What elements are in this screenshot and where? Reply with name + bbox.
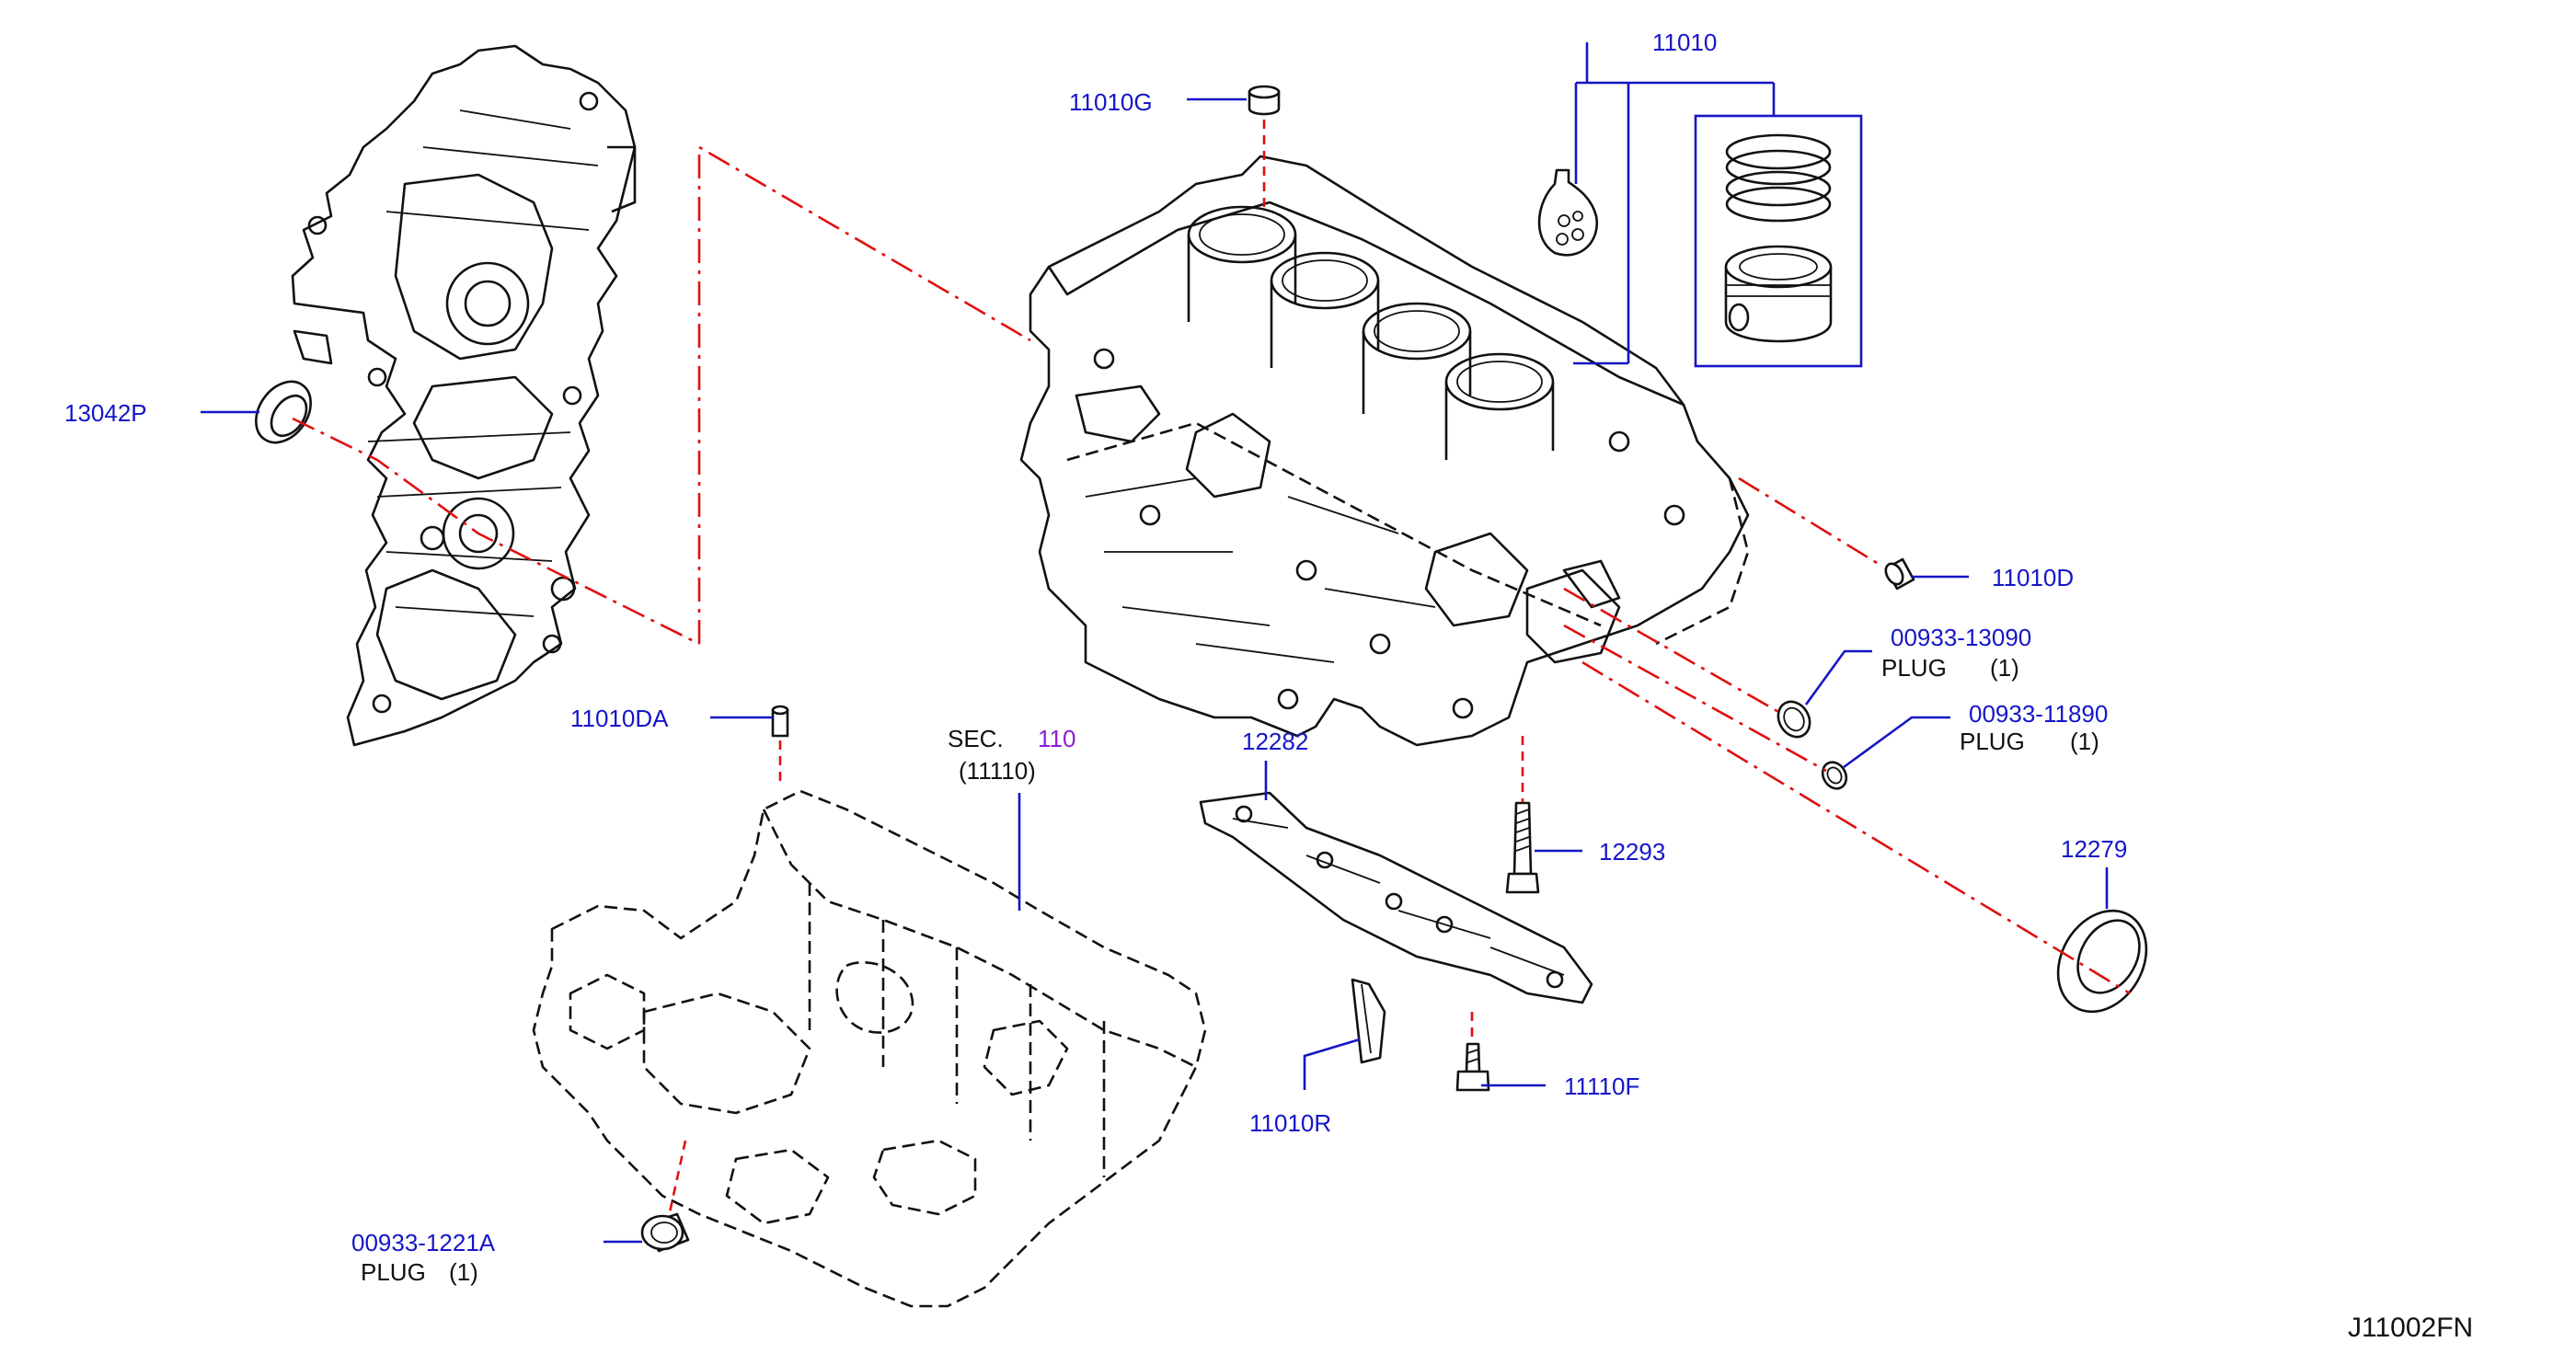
diagram-id: J11002FN bbox=[2348, 1313, 2473, 1343]
section-sub: (11110) bbox=[959, 757, 1036, 785]
label-plug-1221A: PLUG bbox=[361, 1258, 426, 1286]
leader-lines bbox=[201, 42, 2109, 1244]
plug-00933-11890 bbox=[1821, 761, 1848, 790]
cylinder-block-drawing bbox=[1019, 155, 1750, 747]
label-11010G[interactable]: 11010G bbox=[1069, 88, 1153, 116]
label-00933-11890[interactable]: 00933-11890 bbox=[1969, 700, 2108, 728]
label-11010DA[interactable]: 11010DA bbox=[570, 705, 669, 732]
piston-kit-11010 bbox=[1537, 114, 1863, 368]
dowel-pin-11010D bbox=[1884, 557, 1915, 591]
lower-crankcase-drawing bbox=[532, 789, 1207, 1308]
labels: 11010 11010G 13042P 11010D 00933-13090 P… bbox=[64, 29, 2473, 1343]
label-13042P[interactable]: 13042P bbox=[64, 399, 147, 427]
label-plug-1221A-qty: (1) bbox=[449, 1258, 478, 1286]
oil-seal-13042P bbox=[255, 380, 312, 444]
label-12282[interactable]: 12282 bbox=[1242, 728, 1308, 755]
label-plug-13090-qty: (1) bbox=[1990, 654, 2019, 682]
label-plug-11890-qty: (1) bbox=[2070, 728, 2099, 755]
label-plug-13090: PLUG bbox=[1881, 654, 1947, 682]
oil-seal-12279 bbox=[2056, 909, 2148, 1014]
label-00933-13090[interactable]: 00933-13090 bbox=[1891, 624, 2031, 651]
plug-00933-1221A bbox=[640, 1212, 690, 1253]
label-12293[interactable]: 12293 bbox=[1599, 838, 1665, 866]
baffle-plate-12282 bbox=[1199, 791, 1593, 1004]
front-cover-drawing bbox=[291, 44, 637, 747]
label-12279[interactable]: 12279 bbox=[2061, 835, 2127, 863]
label-plug-11890: PLUG bbox=[1960, 728, 2025, 755]
label-11010[interactable]: 11010 bbox=[1652, 29, 1717, 56]
label-11010R[interactable]: 11010R bbox=[1249, 1109, 1331, 1137]
section-number[interactable]: 110 bbox=[1038, 725, 1075, 752]
label-11010D[interactable]: 11010D bbox=[1992, 564, 2074, 591]
label-11110F[interactable]: 11110F bbox=[1564, 1072, 1639, 1100]
plug-00933-13090 bbox=[1777, 700, 1811, 739]
bracket-11010R bbox=[1351, 978, 1386, 1064]
bolt-11110F bbox=[1455, 1042, 1490, 1092]
dowel-pin-11010G bbox=[1248, 85, 1281, 116]
dowel-pin-11010DA bbox=[771, 705, 789, 738]
section-prefix: SEC. bbox=[948, 725, 1004, 752]
bolt-12293 bbox=[1505, 801, 1540, 894]
label-00933-1221A[interactable]: 00933-1221A bbox=[351, 1229, 496, 1256]
centerlines bbox=[292, 120, 2131, 1213]
